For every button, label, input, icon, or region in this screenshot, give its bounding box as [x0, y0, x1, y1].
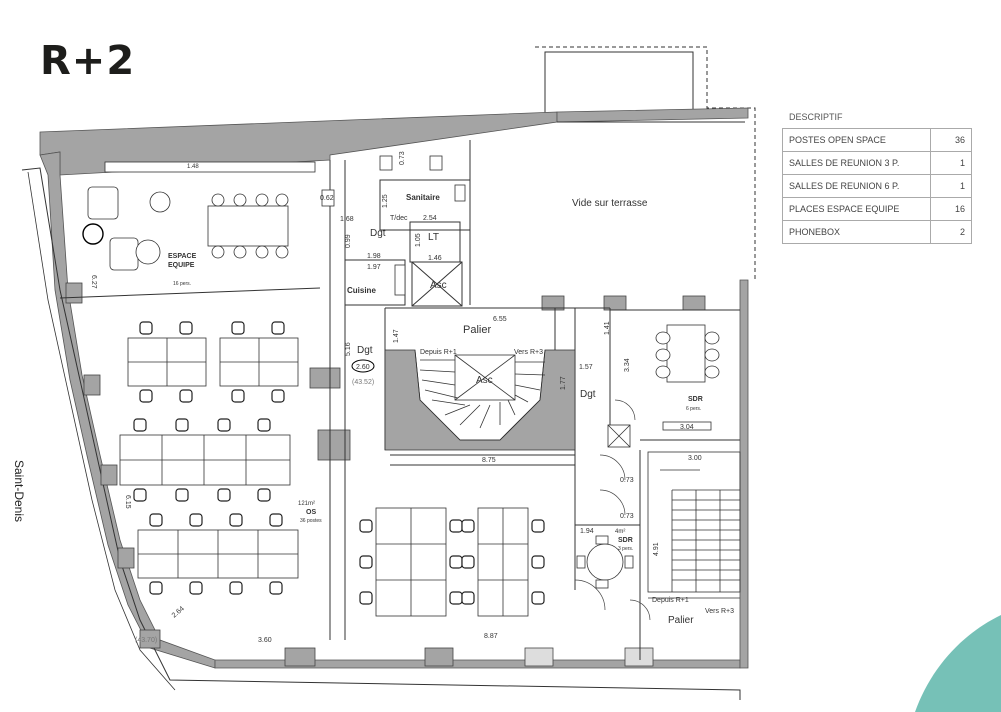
- dim-627: 6.27: [90, 275, 97, 289]
- room-tdec-label: T/dec: [390, 215, 408, 222]
- dim-147: 1.47: [393, 329, 400, 343]
- room-sanitaire-label: Sanitaire: [406, 193, 440, 202]
- room-asc-center-label: Asc: [476, 375, 493, 386]
- accent-shape: [915, 615, 1001, 712]
- dim-300: 3.00: [688, 455, 702, 462]
- door-swings: [574, 399, 651, 621]
- terrace-outline: [535, 46, 756, 280]
- descriptif-value: 16: [930, 197, 972, 221]
- desk-block-1: [119, 337, 529, 617]
- room-espace-label: ESPACE: [168, 253, 197, 260]
- descriptif-label: SALLES DE REUNION 3 P.: [782, 151, 931, 175]
- dim-198: 1.98: [367, 253, 381, 260]
- desk-chairs: [133, 321, 545, 605]
- room-vide-label: Vide sur terrasse: [572, 198, 648, 209]
- stairs-vers-right: Vers R+3: [705, 608, 734, 615]
- dim-516: 5.16: [345, 342, 352, 356]
- partitions: [59, 121, 745, 660]
- dim-177: 1.77: [560, 376, 567, 390]
- descriptif-label: PHONEBOX: [782, 220, 931, 244]
- room-small-area: 4m²: [615, 529, 625, 535]
- sanitary-fixtures: [321, 155, 631, 448]
- central-staircase: [384, 349, 576, 451]
- room-asc-top-label: Asc: [430, 280, 447, 291]
- dim-360: 3.60: [258, 637, 272, 644]
- descriptif-row: SALLES DE REUNION 3 P.1: [782, 151, 972, 175]
- descriptif-value: 1: [930, 174, 972, 198]
- dim-887: 8.87: [484, 633, 498, 640]
- dim-073-b: 0.73: [620, 477, 634, 484]
- descriptif-label: POSTES OPEN SPACE: [782, 128, 931, 152]
- descriptif-value: 36: [930, 128, 972, 152]
- room-palier-label: Palier: [463, 324, 491, 336]
- dim-615: 6.15: [124, 495, 131, 509]
- dim-099: 0.99: [345, 234, 352, 248]
- room-palier-right-label: Palier: [668, 615, 694, 626]
- dim-194: 1.94: [580, 528, 594, 535]
- dim-073: 0.73: [399, 151, 406, 165]
- room-dgt-right-label: Dgt: [580, 389, 596, 400]
- room-cuisine-label: Cuisine: [347, 286, 376, 295]
- terrace-block: [544, 51, 694, 119]
- floor-title: R+2: [40, 38, 136, 84]
- room-os-area: 121m²: [298, 501, 315, 507]
- stairs-depuis-right: Depuis R+1: [652, 597, 689, 604]
- room-sdr-label: SDR: [688, 396, 703, 403]
- sdr-meeting-table: [655, 324, 720, 431]
- descriptif-value: 1: [930, 151, 972, 175]
- room-os-postes: 36 postes: [300, 518, 322, 524]
- descriptif-label: PLACES ESPACE EQUIPE: [782, 197, 931, 221]
- dim-062: 0.62: [320, 195, 334, 202]
- dim-157: 1.57: [579, 364, 593, 371]
- descriptif-label: SALLES DE REUNION 6 P.: [782, 174, 931, 198]
- dim-304: 3.04: [680, 424, 694, 431]
- right-staircase: [647, 451, 741, 599]
- dim-260-marker: [351, 359, 375, 373]
- dim-168: 1.68: [340, 216, 354, 223]
- pillars: [65, 282, 706, 667]
- room-lt-label: LT: [428, 232, 439, 243]
- dim-197: 1.97: [367, 264, 381, 271]
- room-espace-pers: 16 pers.: [173, 281, 191, 287]
- descriptif-heading: DESCRIPTIF: [789, 112, 843, 122]
- dim-146: 1.46: [428, 255, 442, 262]
- descriptif-row: SALLES DE REUNION 6 P.1: [782, 174, 972, 198]
- room-dgt-top-label: Dgt: [370, 228, 386, 239]
- dim-334: 3.34: [624, 358, 631, 372]
- dim-491: 4.91: [653, 542, 660, 556]
- espace-equipe-furniture: [82, 161, 316, 271]
- stairs-depuis-left: Depuis R+1: [420, 349, 457, 356]
- dim-105: 1.05: [415, 233, 422, 247]
- dim-655: 6.55: [493, 316, 507, 323]
- dim-254: 2.54: [423, 215, 437, 222]
- dim-148: 1.48: [187, 164, 199, 170]
- dim-875: 8.75: [482, 457, 496, 464]
- room-sdr-small-label: SDR: [618, 537, 633, 544]
- dim-125: 1.25: [382, 194, 389, 208]
- dim-264: 2.64: [171, 605, 186, 619]
- room-sdr-small-pers: 3 pers.: [618, 546, 633, 552]
- dim-260: 2.60: [356, 364, 370, 371]
- stairs-vers-left: Vers R+3: [514, 349, 543, 356]
- descriptif-value: 2: [930, 220, 972, 244]
- facade-line: [21, 167, 741, 700]
- room-os-label: OS: [306, 509, 316, 516]
- dim-141: 1.41: [604, 321, 611, 335]
- room-sdr-pers: 6 pers.: [686, 406, 701, 412]
- dim-4370: (43.70): [135, 637, 157, 644]
- street-label: Saint-Denis: [12, 459, 27, 523]
- sdr-round-table: [576, 535, 634, 589]
- room-dgt-mid-label: Dgt: [357, 345, 373, 356]
- exterior-walls: [39, 107, 749, 669]
- dim-4352: (43.52): [352, 379, 374, 386]
- dim-073-c: 0.73: [620, 513, 634, 520]
- room-equipe-label: EQUIPE: [168, 262, 195, 269]
